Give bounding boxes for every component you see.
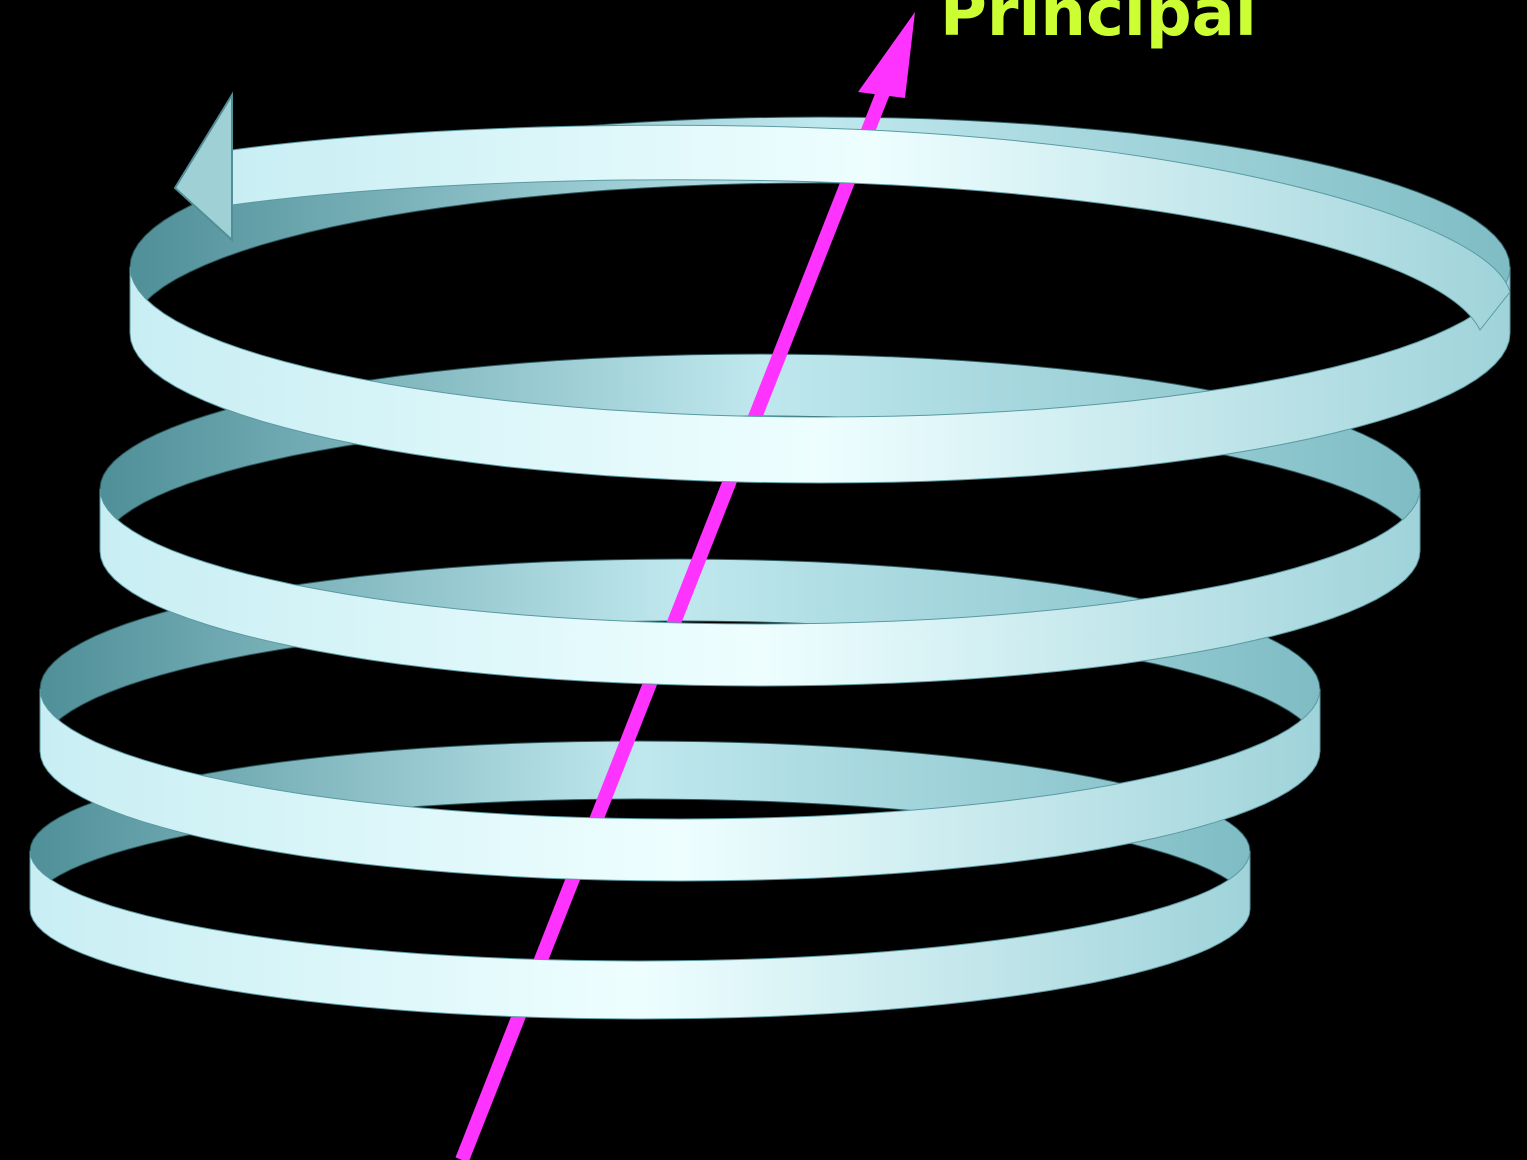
ribbon-front-segment-3 bbox=[39, 688, 1321, 882]
principal-axis-arrowhead bbox=[858, 12, 915, 98]
ribbon-leading-strand bbox=[231, 124, 1511, 331]
ribbon-front-segment-2 bbox=[99, 488, 1421, 687]
ribbon-arrowhead-icon bbox=[173, 91, 233, 243]
ribbon-front-turns bbox=[29, 91, 1511, 1020]
axis-label: Principal bbox=[940, 0, 1257, 51]
ribbon-front-segment-4 bbox=[29, 850, 1251, 1020]
ribbon-front-segment-1 bbox=[129, 266, 1511, 484]
